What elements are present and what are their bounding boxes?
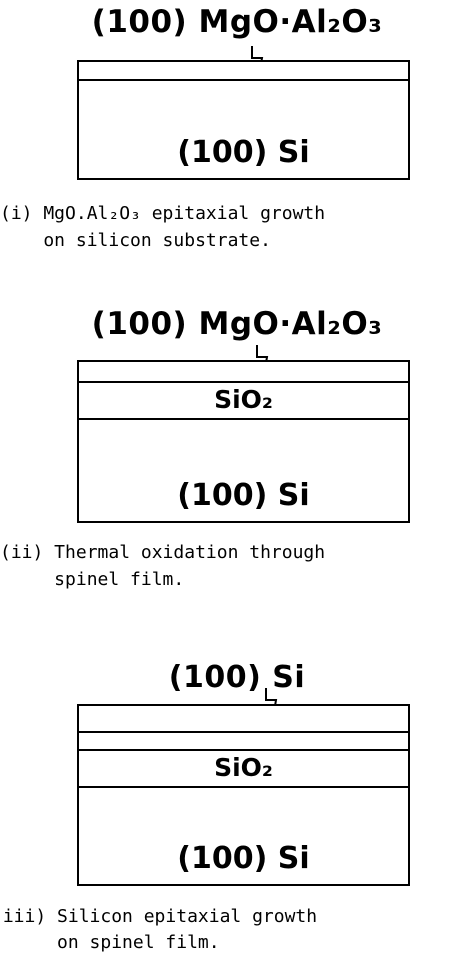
caption-line-1: (i) MgO.Al₂O₃ epitaxial growth bbox=[0, 203, 326, 224]
substrate-label: (100) Si bbox=[177, 478, 310, 513]
layer-stack: (100) Si bbox=[77, 60, 410, 180]
substrate-label: (100) Si bbox=[177, 841, 310, 876]
substrate-label: (100) Si bbox=[177, 135, 310, 170]
layer-stack: SiO₂ (100) Si bbox=[77, 360, 410, 523]
top-layer-label: (100) MgO·Al₂O₃ bbox=[91, 306, 383, 342]
oxide-layer: SiO₂ bbox=[79, 383, 408, 420]
top-layer-label: (100) Si bbox=[168, 660, 306, 695]
panel-2: (100) MgO·Al₂O₃ SiO₂ (100) Si (ii) Therm… bbox=[0, 306, 410, 590]
top-layer-label: (100) MgO·Al₂O₃ bbox=[91, 4, 383, 40]
spinel-layer bbox=[79, 733, 408, 751]
caption-line-2: on silicon substrate. bbox=[0, 230, 271, 251]
caption-line-1: (iii) Silicon epitaxial growth bbox=[0, 906, 318, 927]
oxide-layer: SiO₂ bbox=[79, 751, 408, 788]
spinel-layer bbox=[79, 62, 408, 81]
panel-1: (100) MgO·Al₂O₃ (100) Si (i) MgO.Al₂O₃ e… bbox=[0, 0, 474, 300]
layer-stack: SiO₂ (100) Si bbox=[77, 704, 410, 886]
caption-line-2: spinel film. bbox=[0, 569, 185, 590]
silicon-top-layer bbox=[79, 706, 408, 733]
spinel-layer bbox=[79, 362, 408, 383]
caption-line-1: (ii) Thermal oxidation through bbox=[0, 542, 326, 563]
caption-line-2: on spinel film. bbox=[0, 932, 220, 953]
